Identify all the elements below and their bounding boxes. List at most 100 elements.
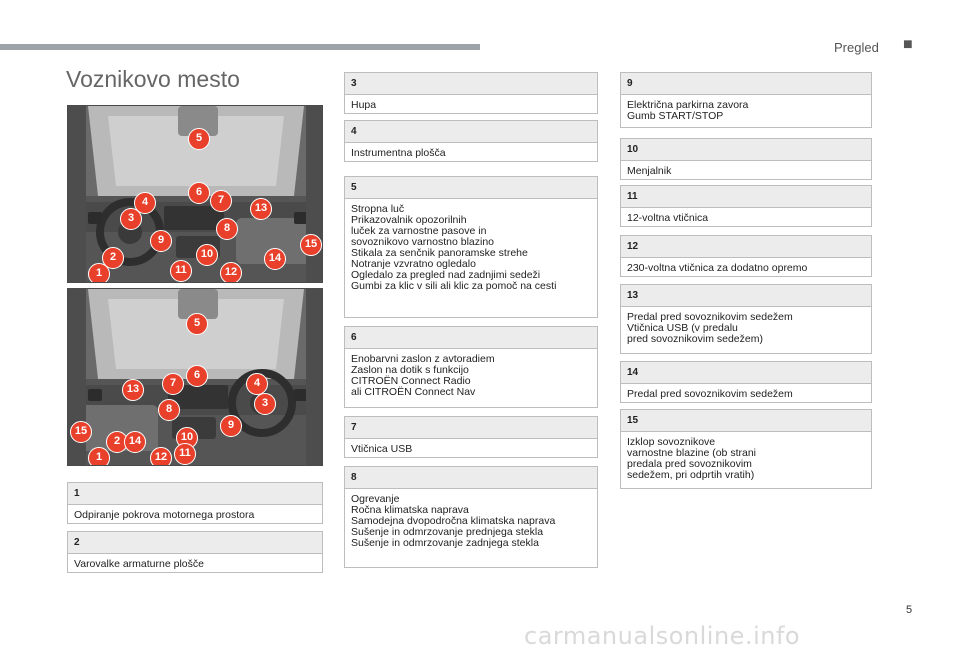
legend-text: Instrumentna plošča xyxy=(351,147,446,159)
page-title: Voznikovo mesto xyxy=(66,66,240,92)
marker-4: 4 xyxy=(246,373,268,395)
legend-number: 4 xyxy=(345,121,597,143)
legend-text: Stropna luč xyxy=(351,203,405,215)
legend-number: 13 xyxy=(621,285,871,307)
legend-box-9: 9 Električna parkirna zavora Gumb START/… xyxy=(620,72,872,128)
legend-box-5: 5 Stropna luč Prikazovalnik opozorilnih … xyxy=(344,176,598,318)
legend-text: 12-voltna vtičnica xyxy=(627,212,709,224)
legend-text: Ogledalo za pregled nad zadnjimi sedeži xyxy=(351,269,541,281)
marker-5: 5 xyxy=(188,128,210,150)
marker-4: 4 xyxy=(134,192,156,214)
dashboard-photo-lhd: 5 6 7 4 13 3 8 9 15 2 10 14 1 11 12 xyxy=(67,105,323,283)
legend-text: Menjalnik xyxy=(627,165,672,177)
marker-13: 13 xyxy=(122,379,144,401)
section-name: Pregled xyxy=(834,40,879,55)
legend-number: 6 xyxy=(345,327,597,349)
legend-text: Notranje vzvratno ogledalo xyxy=(351,258,476,270)
marker-9: 9 xyxy=(150,230,172,252)
marker-8: 8 xyxy=(216,218,238,240)
section-marker: ■ xyxy=(903,36,913,53)
legend-box-8: 8 Ogrevanje Ročna klimatska naprava Samo… xyxy=(344,466,598,568)
legend-text: ali CITROËN Connect Nav xyxy=(351,386,476,398)
legend-text: Ogrevanje xyxy=(351,493,400,505)
legend-text: Vtičnica USB (v predalu xyxy=(627,322,738,334)
legend-text: Vtičnica USB xyxy=(351,443,413,455)
marker-11: 11 xyxy=(174,443,196,465)
header-bar xyxy=(0,44,480,50)
legend-number: 9 xyxy=(621,73,871,95)
legend-box-14: 14 Predal pred sovoznikovim sedežem xyxy=(620,361,872,403)
legend-number: 14 xyxy=(621,362,871,384)
legend-box-15: 15 Izklop sovoznikove varnostne blazine … xyxy=(620,409,872,489)
marker-1: 1 xyxy=(88,263,110,282)
legend-text: Gumb START/STOP xyxy=(627,110,724,122)
marker-11: 11 xyxy=(170,260,192,282)
legend-text: Sušenje in odmrzovanje zadnjega stekla xyxy=(351,537,539,549)
legend-box-10: 10 Menjalnik xyxy=(620,138,872,180)
legend-text: Prikazovalnik opozorilnih xyxy=(351,214,467,226)
legend-text: Električna parkirna zavora xyxy=(627,99,749,111)
legend-box-1: 1 Odpiranje pokrova motornega prostora xyxy=(67,482,323,524)
marker-15: 15 xyxy=(300,234,322,256)
marker-12: 12 xyxy=(220,262,242,282)
legend-box-6: 6 Enobarvni zaslon z avtoradiem Zaslon n… xyxy=(344,326,598,408)
legend-text: predala pred sovoznikovim xyxy=(627,458,752,470)
legend-text: pred sovoznikovim sedežem) xyxy=(627,333,763,345)
marker-6: 6 xyxy=(188,182,210,204)
legend-text: sedežem, pri odprtih vratih) xyxy=(627,469,755,481)
legend-text: Odpiranje pokrova motornega prostora xyxy=(74,509,255,521)
legend-text: 230-voltna vtičnica za dodatno opremo xyxy=(627,262,808,274)
legend-text: Ročna klimatska naprava xyxy=(351,504,469,516)
legend-number: 3 xyxy=(345,73,597,95)
marker-9: 9 xyxy=(220,415,242,437)
marker-7: 7 xyxy=(162,373,184,395)
marker-2: 2 xyxy=(102,247,124,269)
legend-text: CITROËN Connect Radio xyxy=(351,375,471,387)
legend-text: varnostne blazine (ob strani xyxy=(627,447,756,459)
marker-12: 12 xyxy=(150,447,172,465)
legend-text: Stikala za senčnik panoramske strehe xyxy=(351,247,528,259)
legend-number: 1 xyxy=(68,483,322,505)
legend-box-11: 11 12-voltna vtičnica xyxy=(620,185,872,227)
legend-text: Sušenje in odmrzovanje prednjega stekla xyxy=(351,526,544,538)
legend-number: 15 xyxy=(621,410,871,432)
marker-7: 7 xyxy=(210,190,232,212)
marker-13: 13 xyxy=(250,198,272,220)
legend-text: sovoznikovo varnostno blazino xyxy=(351,236,495,248)
marker-6: 6 xyxy=(186,365,208,387)
dashboard-photo-rhd: 5 6 7 4 13 3 8 9 15 10 2 14 1 11 12 xyxy=(67,288,323,466)
legend-text: Varovalke armaturne plošče xyxy=(74,558,204,570)
legend-box-7: 7 Vtičnica USB xyxy=(344,416,598,458)
marker-8: 8 xyxy=(158,399,180,421)
marker-3: 3 xyxy=(254,393,276,415)
legend-text: Zaslon na dotik s funkcijo xyxy=(351,364,469,376)
legend-number: 5 xyxy=(345,177,597,199)
legend-text: luček za varnostne pasove in xyxy=(351,225,487,237)
legend-number: 8 xyxy=(345,467,597,489)
legend-box-3: 3 Hupa xyxy=(344,72,598,114)
watermark: carmanualsonline.info xyxy=(524,622,801,649)
legend-text: Samodejna dvopodročna klimatska naprava xyxy=(351,515,556,527)
marker-14: 14 xyxy=(124,431,146,453)
page-number: 5 xyxy=(906,604,913,616)
legend-box-4: 4 Instrumentna plošča xyxy=(344,120,598,162)
legend-text: Predal pred sovoznikovim sedežem xyxy=(627,311,793,323)
legend-text: Predal pred sovoznikovim sedežem xyxy=(627,388,793,400)
legend-number: 10 xyxy=(621,139,871,161)
legend-text: Enobarvni zaslon z avtoradiem xyxy=(351,353,495,365)
legend-text: Izklop sovoznikove xyxy=(627,436,716,448)
legend-box-12: 12 230-voltna vtičnica za dodatno opremo xyxy=(620,235,872,277)
marker-14: 14 xyxy=(264,248,286,270)
legend-box-13: 13 Predal pred sovoznikovim sedežem Vtič… xyxy=(620,284,872,354)
legend-number: 12 xyxy=(621,236,871,258)
legend-number: 11 xyxy=(621,186,871,208)
legend-number: 7 xyxy=(345,417,597,439)
marker-5: 5 xyxy=(186,313,208,335)
legend-number: 2 xyxy=(68,532,322,554)
legend-text: Hupa xyxy=(351,99,377,111)
marker-10: 10 xyxy=(196,244,218,266)
legend-text: Gumbi za klic v sili ali klic za pomoč n… xyxy=(351,280,557,292)
marker-3: 3 xyxy=(120,208,142,230)
marker-1: 1 xyxy=(88,447,110,465)
marker-15: 15 xyxy=(70,421,92,443)
